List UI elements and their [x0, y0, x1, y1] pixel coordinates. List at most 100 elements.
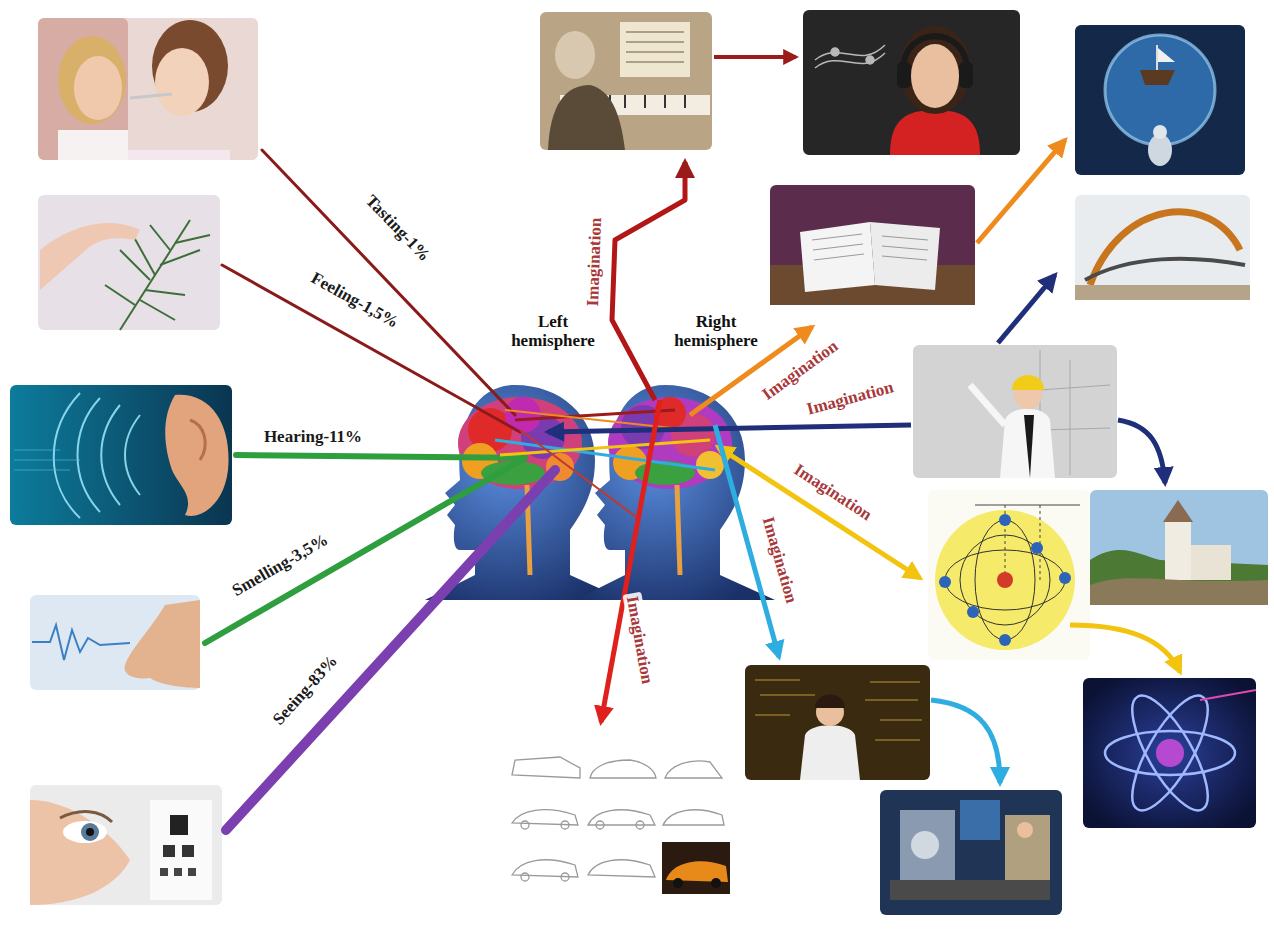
picture-arrows-part	[1118, 420, 1165, 483]
tasting-photo-part	[74, 56, 122, 120]
car-sketches-part	[662, 842, 730, 894]
lab-photo-part	[880, 790, 1062, 915]
space-photo-part	[1075, 25, 1245, 175]
atom-sketch-part	[997, 572, 1013, 588]
picture-arrows-part	[714, 55, 796, 59]
space-photo-part	[1153, 125, 1167, 139]
piano-photo-part-part	[684, 95, 686, 108]
smelling-photo-part	[125, 600, 200, 688]
hearing-photo-part-part	[14, 450, 60, 451]
left-head-part	[425, 385, 625, 600]
imagination-label: Imagination	[802, 377, 898, 420]
sense-share: Tasting-1%	[360, 189, 436, 267]
engineer-photo-part-part	[1070, 360, 1071, 475]
atom-picture-part	[1083, 678, 1256, 828]
sense-share: Feeling-1,5%	[305, 267, 404, 333]
imagination-label: Imagination	[788, 458, 878, 526]
book-photo-part	[800, 222, 875, 292]
atom-sketch-part-part	[1059, 572, 1071, 584]
tasting-photo-part	[120, 150, 230, 160]
scientist-photo-part-part	[865, 699, 918, 700]
feeling-photo-part-part	[145, 290, 185, 295]
sense-lines-part	[226, 470, 555, 830]
hearing-photo-part-part	[101, 405, 120, 505]
hemisphere-links	[495, 410, 715, 520]
sense-lines	[205, 150, 555, 830]
lab-photo-part	[900, 810, 955, 880]
scientist-photo	[745, 665, 930, 780]
castle-photo-part	[1163, 500, 1193, 522]
scientist-photo-part	[815, 695, 845, 709]
feeling-photo-part	[38, 195, 220, 330]
tasting-photo-part	[130, 94, 172, 98]
feeling-photo-part-part	[160, 250, 200, 265]
piano-photo-part	[555, 31, 595, 79]
seeing-photo-part	[30, 800, 130, 905]
scientist-photo-part-part	[875, 739, 920, 740]
car-sketches-part-part	[590, 760, 656, 778]
book-photo-part	[770, 185, 975, 305]
hemisphere-label: Left hemisphere	[497, 312, 609, 350]
lab-photo-part	[911, 831, 939, 859]
car-sketches-part	[711, 878, 721, 888]
book-photo-part-part	[814, 254, 864, 260]
right-head-part	[575, 385, 775, 600]
picture-arrows-part	[998, 275, 1055, 343]
piano-photo-part	[620, 22, 690, 77]
engineer-photo-part	[1000, 409, 1055, 478]
book-photo-part-part	[812, 234, 862, 240]
hearing-photo-part-part	[125, 415, 140, 495]
right-head-part	[696, 451, 724, 479]
right-head	[575, 385, 775, 600]
book-photo-part-part	[882, 236, 928, 240]
imagination-arrows-part	[718, 447, 920, 578]
smelling-photo-part	[32, 625, 130, 660]
atom-sketch-part	[939, 514, 1071, 646]
hearing-photo-part	[190, 420, 205, 460]
hemisphere-links-part	[500, 440, 710, 455]
castle-photo-part	[1191, 545, 1231, 580]
right-head-part	[677, 485, 680, 575]
car-sketches-part-part	[588, 810, 655, 825]
book-photo-part	[812, 234, 928, 260]
smelling-photo	[30, 595, 200, 690]
bridge-photo-part	[1085, 259, 1245, 280]
book-photo-part-part	[882, 256, 927, 260]
lab-photo-part	[890, 880, 1050, 900]
atom-sketch-part-part	[999, 514, 1011, 526]
hearing-photo-part-part	[14, 470, 70, 471]
seeing-photo-part	[188, 868, 196, 876]
imagination-arrows	[548, 162, 920, 722]
hemisphere-links-part	[505, 410, 690, 430]
atom-picture-part-part	[1118, 686, 1221, 821]
engineer-photo-part	[913, 345, 1117, 478]
seeing-photo-part	[163, 845, 175, 857]
castle-photo-part	[1090, 490, 1268, 605]
car-sketches	[505, 735, 730, 900]
tasting-photo-part	[38, 18, 128, 160]
bridge-photo-part	[1075, 195, 1250, 300]
seeing-photo	[30, 785, 222, 905]
hearing-photo-part	[54, 393, 140, 518]
engineer-photo-part	[1024, 415, 1034, 478]
car-sketches-part-part	[561, 821, 569, 829]
piano-photo-part	[548, 85, 625, 150]
imagination-label: Imagination	[758, 512, 802, 608]
hearing-photo-part	[165, 395, 228, 516]
piano-photo-part-part	[626, 52, 684, 53]
seeing-photo-part	[182, 845, 194, 857]
piano-photo-part-part	[664, 95, 666, 108]
sense-share: Hearing-11%	[261, 427, 365, 446]
scientist-photo-part-part	[755, 679, 800, 680]
headphones-photo-part-part	[866, 56, 874, 64]
headphones-photo-part	[903, 36, 967, 70]
scientist-photo-part-part	[760, 694, 815, 695]
feeling-photo	[38, 195, 220, 330]
engineer-photo	[913, 345, 1117, 478]
piano-photo-part	[626, 32, 684, 62]
seeing-photo-part	[81, 823, 99, 841]
scientist-photo-part-part	[880, 719, 922, 720]
car-sketches-part-part	[596, 821, 604, 829]
headphones-photo-part-part	[815, 45, 885, 60]
imagination-arrows-part	[548, 425, 911, 432]
